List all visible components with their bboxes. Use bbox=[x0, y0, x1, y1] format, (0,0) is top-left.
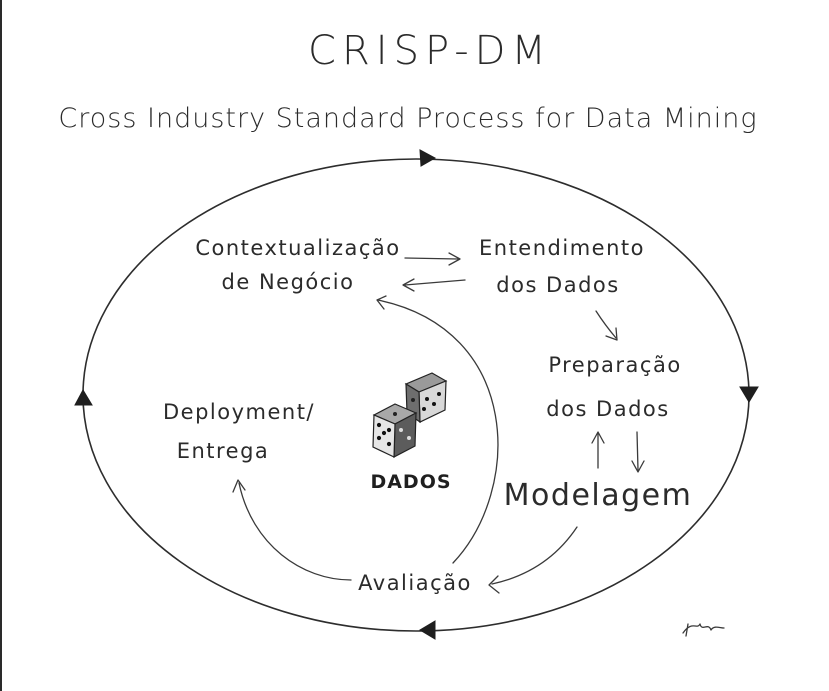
phase-business-line2: de Negócio bbox=[222, 270, 355, 294]
phase-business-line1: Contextualização bbox=[195, 236, 400, 260]
cycle-arrow-top bbox=[419, 149, 437, 167]
arrow-data-to-business bbox=[402, 278, 466, 292]
phase-data-understanding-line1: Entendimento bbox=[479, 236, 645, 260]
phase-evaluation: Avaliação bbox=[358, 571, 472, 595]
arrow-evaluation-to-business bbox=[376, 295, 499, 564]
arrow-modeling-to-preparation bbox=[591, 431, 605, 469]
phase-preparation-line2: dos Dados bbox=[546, 397, 669, 421]
diagram-subtitle: Cross Industry Standard Process for Data… bbox=[58, 103, 757, 134]
cycle-arrow-bottom bbox=[419, 620, 436, 640]
signature-mark bbox=[682, 623, 725, 637]
phase-business-understanding: Contextualização de Negócio bbox=[195, 236, 400, 294]
arrow-preparation-to-modeling bbox=[631, 431, 645, 473]
arrow-business-to-data bbox=[404, 252, 461, 266]
phase-data-preparation: Preparação dos Dados bbox=[546, 353, 681, 421]
phase-deployment-line2: Entrega bbox=[177, 439, 270, 463]
arrow-modeling-to-evaluation bbox=[488, 526, 578, 594]
phase-data-understanding-line2: dos Dados bbox=[496, 273, 619, 297]
center-data-label: DADOS bbox=[370, 471, 451, 493]
phase-deployment-line1: Deployment/ bbox=[163, 400, 315, 424]
phase-data-understanding: Entendimento dos Dados bbox=[479, 236, 645, 297]
phase-modeling: Modelagem bbox=[504, 478, 693, 513]
arrow-evaluation-to-deployment bbox=[232, 479, 352, 581]
cycle-arrow-left bbox=[74, 388, 93, 406]
arrow-data-to-preparation bbox=[595, 310, 618, 341]
phase-preparation-line1: Preparação bbox=[548, 353, 681, 377]
cycle-arrow-right bbox=[739, 386, 759, 403]
diagram-title: CRISP-DM bbox=[308, 28, 552, 74]
dice-icon bbox=[372, 372, 448, 459]
phase-deployment: Deployment/ Entrega bbox=[163, 400, 315, 463]
